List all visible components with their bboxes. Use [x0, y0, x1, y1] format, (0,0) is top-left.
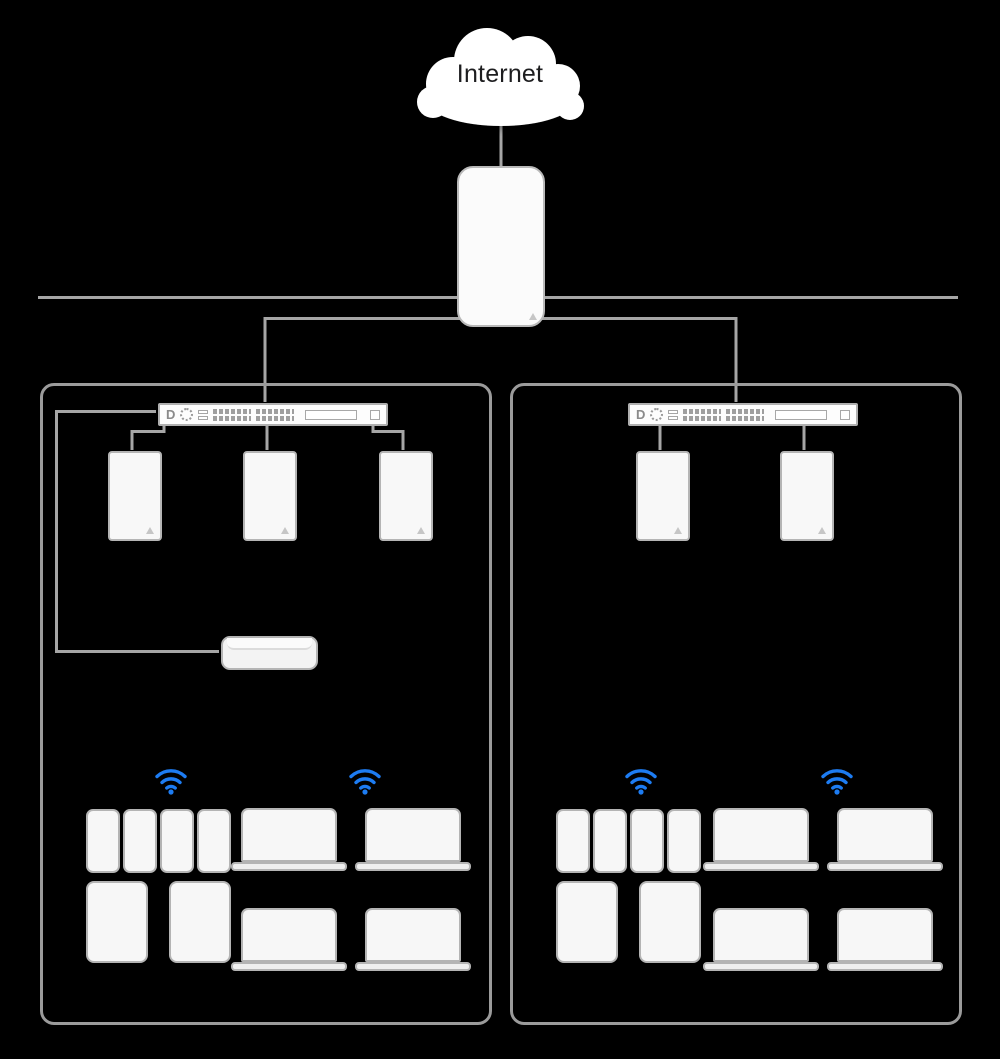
server-1 — [636, 451, 690, 541]
laptop-screen — [241, 908, 337, 962]
phone — [86, 809, 120, 873]
internet-label: Internet — [456, 60, 544, 88]
apple-logo-mark — [417, 527, 425, 534]
apple-logo-mark — [281, 527, 289, 534]
laptop-screen — [713, 808, 809, 862]
phone — [160, 809, 194, 873]
ethernet-switch-2: D — [628, 403, 858, 426]
switch-brand-mark: D — [636, 407, 646, 422]
tablet — [86, 881, 148, 963]
switch-fan-icon — [650, 408, 664, 421]
laptop-base — [231, 962, 347, 971]
wifi-icon — [155, 769, 187, 795]
laptop — [231, 908, 347, 971]
laptop-base — [827, 862, 943, 871]
tablet — [556, 881, 618, 963]
laptop — [827, 808, 943, 871]
phone — [593, 809, 627, 873]
laptop-base — [703, 862, 819, 871]
tablet — [169, 881, 231, 963]
apple-logo-mark — [146, 527, 154, 534]
wifi-icon — [821, 769, 853, 795]
phone — [123, 809, 157, 873]
switch-brand-mark: D — [166, 407, 176, 422]
switch-port-grid — [213, 408, 252, 421]
internet-cloud — [395, 16, 605, 136]
laptop — [827, 908, 943, 971]
switch-indicator-bars — [198, 409, 209, 420]
phone — [630, 809, 664, 873]
apple-logo-mark — [818, 527, 826, 534]
switch-fan-icon — [180, 408, 194, 421]
switch-port-grid — [256, 408, 295, 421]
laptop-screen — [713, 908, 809, 962]
mac-mini-lid — [227, 638, 312, 650]
server-1 — [108, 451, 162, 541]
laptop-screen — [241, 808, 337, 862]
phone — [197, 809, 231, 873]
mac-mini — [221, 636, 318, 670]
wifi-icon — [625, 769, 657, 795]
switch-uplink-port — [370, 409, 380, 420]
laptop-screen — [365, 808, 461, 862]
laptop-screen — [365, 908, 461, 962]
switch-indicator-bars — [668, 409, 679, 420]
phone — [556, 809, 590, 873]
server-3 — [379, 451, 433, 541]
switch-port-grid — [726, 408, 765, 421]
laptop — [355, 808, 471, 871]
laptop-screen — [837, 908, 933, 962]
switch-expansion-slot — [775, 409, 828, 420]
tablet — [639, 881, 701, 963]
router-gateway — [457, 166, 545, 327]
network-1-container: D — [40, 383, 492, 1025]
ethernet-switch-1: D — [158, 403, 388, 426]
switch-uplink-port — [840, 409, 850, 420]
laptop-base — [355, 862, 471, 871]
phone — [667, 809, 701, 873]
cloud-icon — [417, 28, 584, 126]
laptop — [231, 808, 347, 871]
laptop — [355, 908, 471, 971]
server-2 — [780, 451, 834, 541]
apple-logo-mark — [674, 527, 682, 534]
laptop-screen — [837, 808, 933, 862]
switch-expansion-slot — [305, 409, 358, 420]
laptop-base — [703, 962, 819, 971]
laptop — [703, 908, 819, 971]
laptop-base — [827, 962, 943, 971]
laptop — [703, 808, 819, 871]
network-2-container: D — [510, 383, 962, 1025]
wifi-icon — [349, 769, 381, 795]
apple-logo-mark — [529, 313, 537, 320]
server-2 — [243, 451, 297, 541]
laptop-base — [355, 962, 471, 971]
switch-port-grid — [683, 408, 722, 421]
laptop-base — [231, 862, 347, 871]
